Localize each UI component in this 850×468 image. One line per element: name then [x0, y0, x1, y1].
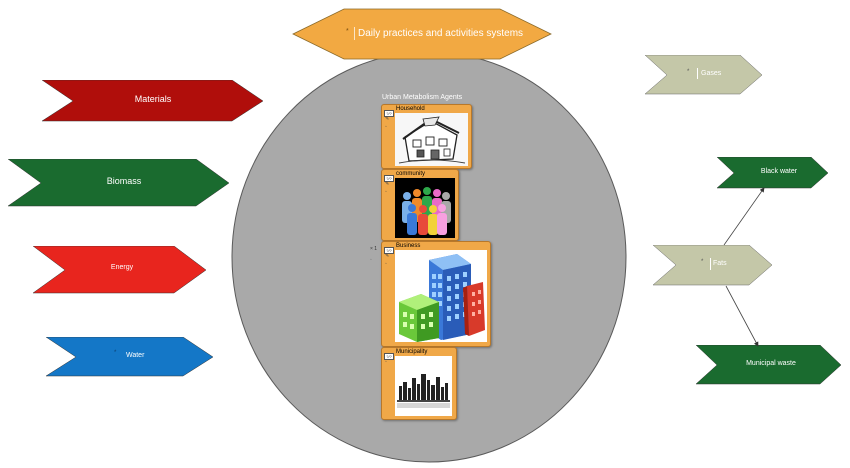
edit-icon[interactable]: ✎	[385, 181, 390, 187]
agent-household[interactable]: ?/? Household ✎ ◦	[381, 104, 472, 169]
fats-to-municipal-waste-connector	[725, 285, 759, 347]
daily-practices-marker: *	[346, 28, 349, 35]
output-municipal-waste-label: Municipal waste	[746, 360, 796, 367]
agent-badge[interactable]: ?/?	[384, 110, 394, 117]
agent-badge[interactable]: ?/?	[384, 247, 394, 254]
agent-badge[interactable]: ?/?	[384, 175, 394, 182]
agents-side-dot: ◦	[370, 257, 372, 263]
chevron-arrow-icon	[717, 157, 829, 189]
output-black-water-label: Black water	[760, 168, 798, 175]
output-fats-label: Fats	[713, 260, 727, 267]
eye-icon[interactable]: ◦	[385, 359, 387, 365]
input-biomass-label: Biomass	[106, 176, 142, 186]
agents-boundary-title: Urban Metabolism Agents	[382, 94, 463, 101]
input-water[interactable]: * Water	[46, 337, 214, 377]
edit-icon[interactable]: ✎	[385, 116, 390, 122]
output-gases[interactable]: * Gases	[645, 55, 763, 95]
agent-business-title: Business	[396, 243, 421, 249]
chevron-arrow-icon	[42, 80, 264, 122]
output-fats[interactable]: * Fats	[653, 245, 773, 286]
daily-practices-label: Daily practices and activities systems	[358, 28, 524, 39]
agent-household-title: Household	[396, 106, 425, 112]
chevron-arrow-icon	[33, 246, 207, 294]
agent-municipality[interactable]: ?/? Municipality ◦	[381, 347, 457, 420]
chevron-arrow-icon	[645, 55, 763, 95]
fats-to-black-water-connector	[723, 187, 765, 246]
people-group-icon	[395, 178, 455, 238]
output-gases-label: Gases	[701, 70, 722, 77]
agents-side-marker[interactable]: × 1	[370, 246, 378, 252]
agent-community[interactable]: ?/? community ✎ ◦	[381, 169, 459, 241]
output-municipal-waste[interactable]: Municipal waste	[696, 345, 842, 385]
chevron-arrow-icon	[46, 337, 214, 377]
agent-community-title: community	[396, 171, 426, 177]
eye-icon[interactable]: ◦	[385, 261, 387, 267]
label-divider	[710, 258, 711, 270]
input-water-marker: *	[114, 350, 117, 356]
input-water-label: Water	[126, 352, 145, 359]
chevron-arrow-icon	[696, 345, 842, 385]
edit-icon[interactable]: ✎	[385, 253, 390, 259]
city-skyline-icon	[395, 356, 452, 416]
input-energy[interactable]: Energy	[33, 246, 207, 294]
label-divider	[354, 27, 355, 40]
input-materials[interactable]: Materials	[42, 80, 264, 122]
agent-badge[interactable]: ?/?	[384, 353, 394, 360]
output-black-water[interactable]: Black water	[717, 157, 829, 189]
office-buildings-icon	[395, 250, 487, 342]
diamond-shape-icon	[292, 8, 552, 60]
input-materials-label: Materials	[134, 94, 172, 104]
output-fats-marker: *	[701, 259, 704, 265]
daily-practices-node[interactable]: * Daily practices and activities systems	[292, 8, 552, 60]
chevron-arrow-icon	[8, 159, 230, 207]
input-biomass[interactable]: Biomass	[8, 159, 230, 207]
eye-icon[interactable]: ◦	[385, 189, 387, 195]
agent-municipality-title: Municipality	[396, 349, 428, 355]
eye-icon[interactable]: ◦	[385, 124, 387, 130]
agent-business[interactable]: ?/? Business ✎ ◦	[381, 241, 491, 347]
chevron-arrow-icon	[653, 245, 773, 286]
house-sketch-icon	[395, 113, 468, 166]
label-divider	[697, 68, 698, 79]
input-energy-label: Energy	[110, 264, 134, 271]
output-gases-marker: *	[687, 69, 690, 75]
